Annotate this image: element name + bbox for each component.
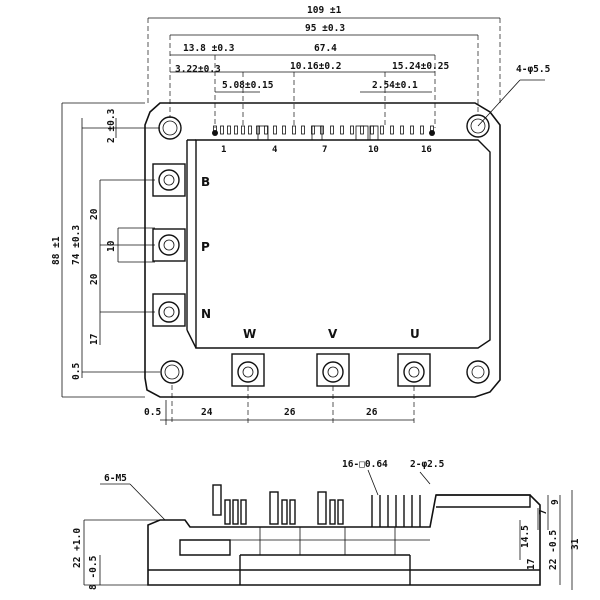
housing-inner (190, 527, 430, 555)
control-pin (330, 125, 334, 135)
side-dim-22-right: 22 -0.5 (548, 530, 559, 570)
dim-overall-width: 109 ±1 (307, 5, 342, 16)
dim-span-67-4: 67.4 (314, 43, 337, 54)
control-pin (292, 125, 296, 135)
left-dimension-lines: 88 ±1 74 ±0.3 2 ±0.3 20 10 20 17 0.5 (51, 102, 160, 398)
label-terminal-p: P (201, 240, 210, 254)
dim-height-74: 74 ±0.3 (71, 225, 82, 265)
control-pin (248, 125, 252, 135)
side-dim-8: 8 -0.5 (88, 555, 99, 590)
bottom-dimension-lines: 0.5 24 26 26 (144, 385, 415, 425)
control-pin (273, 125, 277, 135)
side-pins-spec: 16-□0.64 (342, 459, 388, 470)
label-terminal-w: W (243, 327, 256, 341)
pin-number-16: 16 (421, 145, 432, 155)
control-pin (410, 125, 414, 135)
dim-offset-13-8: 13.8 ±0.3 (183, 43, 235, 54)
control-pin (380, 125, 384, 135)
dim-20-lower: 20 (89, 273, 100, 285)
pin-end-marker (212, 130, 218, 136)
pin-housing-slot (369, 125, 379, 141)
side-screws: 6-M5 (104, 473, 127, 484)
dim-20-upper: 20 (89, 208, 100, 220)
side-dim-31: 31 (570, 538, 581, 550)
control-pin (220, 125, 224, 135)
top-view: B P N W V U 1 4 7 10 16 (144, 102, 501, 398)
top-cover (436, 494, 531, 508)
label-terminal-u: U (410, 327, 420, 341)
pin-number-7: 7 (322, 145, 327, 155)
label-terminal-v: V (328, 327, 338, 341)
screw-terminal-3 (269, 491, 296, 525)
dim-17: 17 (89, 334, 100, 345)
pin-housing-slot (355, 125, 369, 141)
side-dim-7: 7 (538, 509, 549, 515)
label-terminal-b: B (201, 175, 210, 189)
screw-terminal-4 (317, 491, 344, 525)
dim-26-first: 26 (284, 407, 296, 418)
control-pin (340, 125, 344, 135)
terminal-n (152, 293, 186, 327)
control-pins-side (371, 495, 421, 527)
side-dim-9: 9 (550, 499, 561, 505)
dim-pin-span-15-24: 15.24±0.25 (392, 61, 449, 72)
side-dim-22-left: 22 +1.0 (72, 528, 83, 568)
control-pin (234, 125, 238, 135)
screw-terminal-2 (224, 499, 247, 525)
control-pin (400, 125, 404, 135)
dim-0-5-left: 0.5 (71, 363, 82, 380)
control-pin (390, 125, 394, 135)
dim-pin-pitch-2-54: 2.54±0.1 (372, 80, 418, 91)
dim-mount-holes: 4-φ5.5 (516, 64, 551, 75)
dim-26-second: 26 (366, 407, 378, 418)
control-pin (350, 125, 354, 135)
dim-offset-3-22: 3.22±0.3 (175, 64, 221, 75)
control-pin (420, 125, 424, 135)
pin-number-4: 4 (272, 145, 278, 155)
frame-left-upper (186, 139, 197, 349)
module-outline (144, 102, 501, 398)
left-step (179, 539, 231, 556)
control-pin (301, 125, 305, 135)
screw-terminal-1 (212, 484, 222, 516)
dim-10: 10 (106, 240, 117, 252)
mount-hole-bottom-right (466, 360, 490, 384)
pin-number-1: 1 (221, 145, 226, 155)
pin-housing-slot (257, 125, 269, 141)
control-pin (282, 125, 286, 135)
mount-hole-bottom-left (160, 360, 184, 384)
top-dimension-lines: 109 ±1 95 ±0.3 13.8 ±0.3 67.4 3.22±0.3 1… (147, 5, 551, 128)
side-dim-17: 17 (526, 559, 537, 570)
control-pin (227, 125, 231, 135)
dim-mount-pitch: 95 ±0.3 (305, 23, 345, 34)
side-holes-spec: 2-φ2.5 (410, 459, 445, 470)
side-view: 6-M5 16-□0.64 2-φ2.5 7 9 14.5 17 22 -0.5… (72, 459, 581, 590)
control-pin (241, 125, 245, 135)
pin-number-10: 10 (368, 145, 379, 155)
control-pin-row (212, 125, 435, 141)
dim-24: 24 (201, 407, 213, 418)
side-dim-14-5: 14.5 (520, 525, 531, 548)
pin-end-marker (429, 130, 435, 136)
dim-height-88: 88 ±1 (51, 236, 62, 265)
mount-hole-top-right (466, 114, 490, 138)
dim-0-5-bottom: 0.5 (144, 407, 161, 418)
label-terminal-n: N (201, 307, 211, 321)
dim-pin-span-10-16: 10.16±0.2 (290, 61, 341, 72)
pin-housing-slot (311, 125, 323, 141)
heatsink-block (239, 554, 411, 585)
dim-2: 2 ±0.3 (106, 108, 117, 143)
dim-pin-pitch-5-08: 5.08±0.15 (222, 80, 274, 91)
